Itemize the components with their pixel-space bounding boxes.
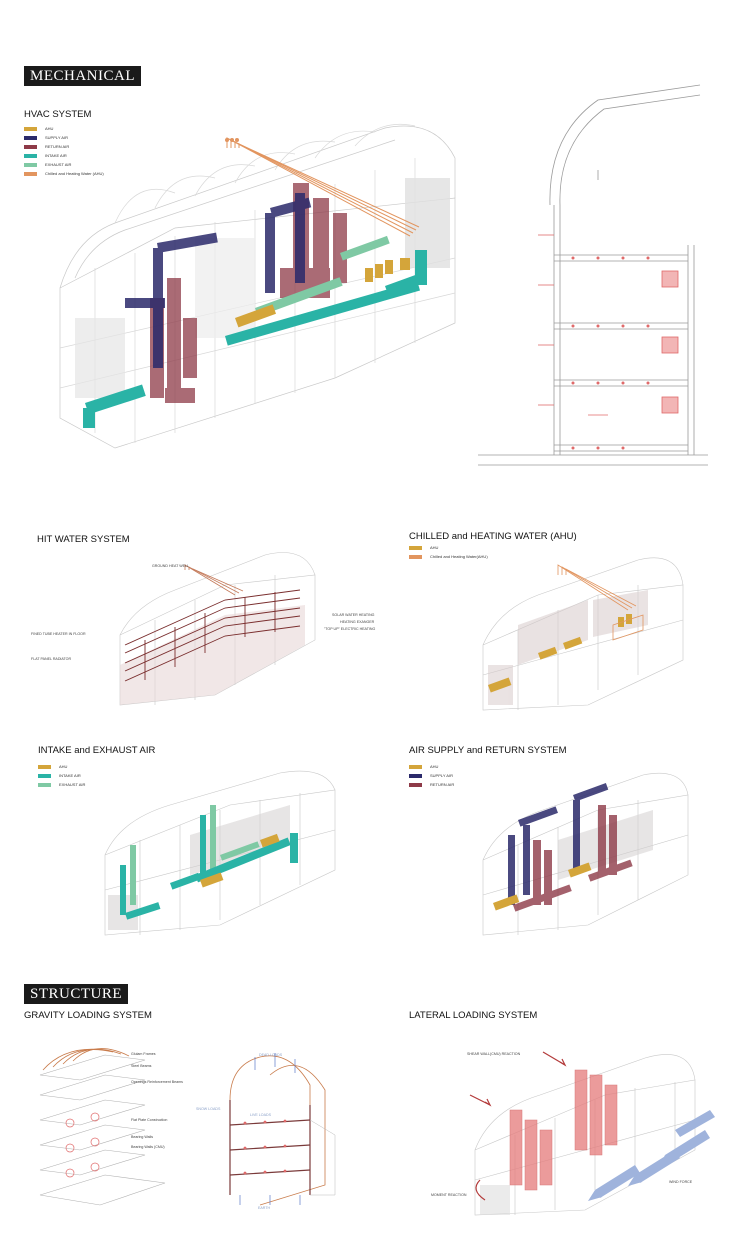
label-ground-heat-well: GROUND HEAT WELL xyxy=(152,564,190,568)
intake-title: INTAKE and EXHAUST AIR xyxy=(38,745,156,756)
legend-item: SUPPLY AIR xyxy=(24,133,104,142)
label-heating-exanger: HEATING EXANGER xyxy=(340,620,375,624)
legend-item: RETURN AIR xyxy=(409,780,454,789)
gravity-title: GRAVITY LOADING SYSTEM xyxy=(24,1010,152,1021)
legend-label: INTAKE AIR xyxy=(59,773,81,778)
label-moment-reaction: MOMENT REACTION xyxy=(431,1193,467,1197)
legend-label: RETURN AIR xyxy=(430,782,455,787)
legend-item: AHU xyxy=(409,762,454,771)
label-wind-force: WIND FORCE xyxy=(669,1180,693,1184)
legend-label: RETURN AIR xyxy=(45,144,70,149)
label-top-up-electric: "TOP UP" ELECTRIC HEATING xyxy=(324,627,376,631)
legend-label: AHU xyxy=(45,126,54,131)
lateral-title: LATERAL LOADING SYSTEM xyxy=(409,1010,538,1021)
label-bearing-walls: Bearing Walls xyxy=(131,1135,154,1139)
legend-label: AHU xyxy=(59,764,68,769)
legend-label: EXHAUST AIR xyxy=(59,782,86,787)
legend-swatch xyxy=(24,162,37,167)
legend-swatch xyxy=(38,764,51,769)
chilled-legend: AHU Chilled and Heating Water(AHU) xyxy=(409,543,488,561)
legend-item: EXHAUST AIR xyxy=(24,160,104,169)
label-snow-loads: SNOW LOADS xyxy=(196,1107,221,1111)
legend-item: AHU xyxy=(409,543,488,552)
supply-title: AIR SUPPLY and RETURN SYSTEM xyxy=(409,745,567,756)
mechanical-section-label: MECHANICAL xyxy=(24,66,141,86)
label-steel-beams: Steel Beams xyxy=(131,1064,152,1068)
legend-swatch xyxy=(24,144,37,149)
legend-item: RETURN AIR xyxy=(24,142,104,151)
gravity-section-drawing xyxy=(229,1053,336,1206)
label-flat-panel: FLAT PANEL RADIATOR xyxy=(31,657,72,661)
legend-swatch xyxy=(38,773,51,778)
legend-label: SUPPLY AIR xyxy=(430,773,453,778)
legend-swatch xyxy=(24,135,37,140)
legend-label: SUPPLY AIR xyxy=(45,135,68,140)
legend-item: AHU xyxy=(24,124,104,133)
label-openings-beams: Openings Reinforcement Beams xyxy=(131,1080,183,1084)
supply-legend: AHU SUPPLY AIR RETURN AIR xyxy=(409,762,454,789)
hit-water-drawing xyxy=(119,552,316,706)
legend-swatch xyxy=(38,782,51,787)
lateral-loading-drawing xyxy=(469,1051,715,1216)
legend-label: EXHAUST AIR xyxy=(45,162,72,167)
hit-water-title: HIT WATER SYSTEM xyxy=(37,534,130,545)
legend-label: AHU xyxy=(430,764,439,769)
legend-item: Chilled and Heating Water(AHU) xyxy=(409,552,488,561)
gravity-exploded-drawing xyxy=(39,1048,166,1206)
label-dead-loads: DEAD LOADS xyxy=(259,1053,283,1057)
legend-swatch xyxy=(409,764,422,769)
label-live-loads: LIVE LOADS xyxy=(250,1113,271,1117)
label-bearing-walls-cmu: Bearing Walls (CMU) xyxy=(131,1145,165,1149)
legend-swatch xyxy=(24,171,37,176)
legend-swatch xyxy=(409,545,422,550)
legend-item: INTAKE AIR xyxy=(38,771,85,780)
hvac-axonometric-drawing xyxy=(59,123,456,449)
legend-label: INTAKE AIR xyxy=(45,153,67,158)
label-finned-tube: FINED TUBE HEATER IN FLOOR xyxy=(31,632,86,636)
label-solar-water-heating: SOLAR WATER HEATING xyxy=(332,613,375,617)
chilled-water-drawing xyxy=(482,557,684,711)
legend-swatch xyxy=(24,126,37,131)
chilled-title: CHILLED and HEATING WATER (AHU) xyxy=(409,531,577,542)
legend-label: Chilled and Heating Water (AHU) xyxy=(45,171,104,176)
legend-swatch xyxy=(24,153,37,158)
legend-item: Chilled and Heating Water (AHU) xyxy=(24,169,104,178)
supply-return-drawing xyxy=(482,772,689,936)
label-glulam-frames: Glulam Frames xyxy=(131,1052,156,1056)
legend-item: INTAKE AIR xyxy=(24,151,104,160)
intake-exhaust-drawing xyxy=(104,770,336,936)
section-drawing xyxy=(478,84,708,466)
legend-label: Chilled and Heating Water(AHU) xyxy=(430,554,488,559)
hvac-title: HVAC SYSTEM xyxy=(24,109,92,120)
legend-swatch xyxy=(409,773,422,778)
legend-swatch xyxy=(409,554,422,559)
legend-swatch xyxy=(409,782,422,787)
legend-item: SUPPLY AIR xyxy=(409,771,454,780)
legend-item: AHU xyxy=(38,762,85,771)
label-earth: EARTH xyxy=(258,1206,271,1210)
legend-label: AHU xyxy=(430,545,439,550)
structure-section-label: STRUCTURE xyxy=(24,984,129,1004)
label-flat-plate: Flat Plate Construction xyxy=(131,1118,168,1122)
legend-item: EXHAUST AIR xyxy=(38,780,85,789)
label-shear-wall-reaction: SHEAR WALL(CMU) REACTION xyxy=(467,1052,521,1056)
hvac-legend: AHU SUPPLY AIR RETURN AIR INTAKE AIR EXH… xyxy=(24,124,104,178)
intake-legend: AHU INTAKE AIR EXHAUST AIR xyxy=(38,762,85,789)
